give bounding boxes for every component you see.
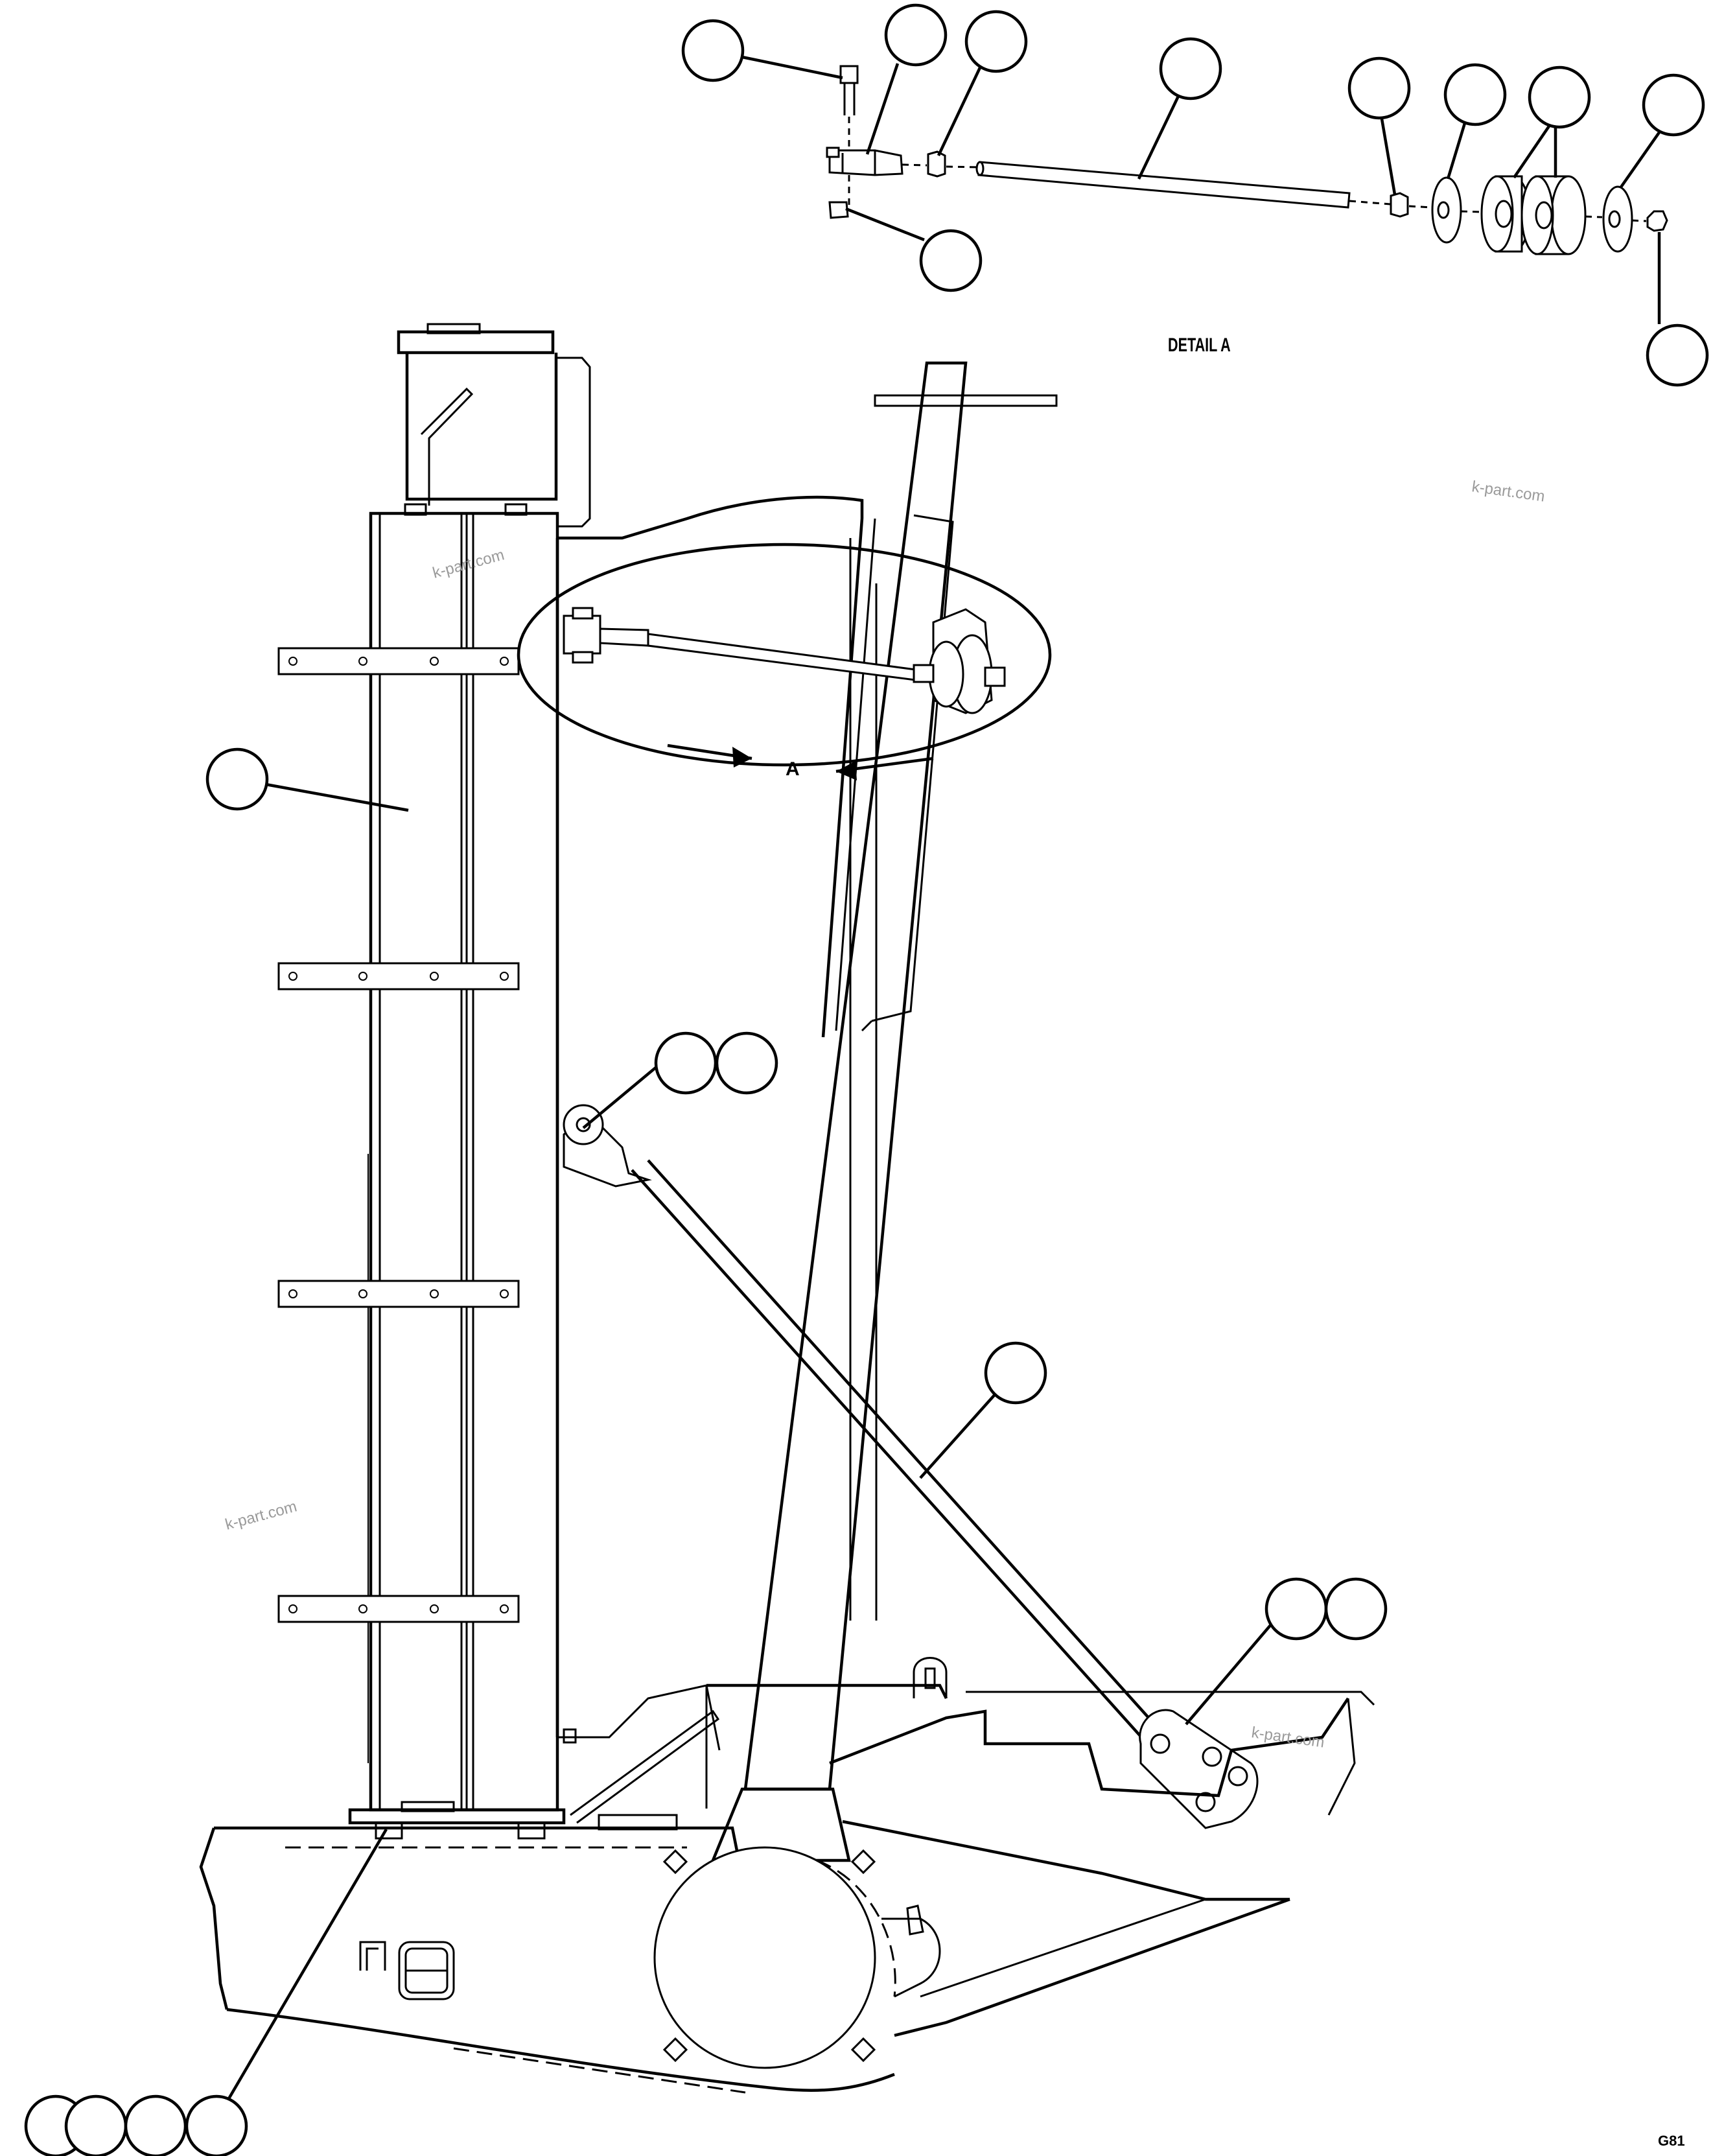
detail-end-bolt — [1646, 210, 1668, 232]
callout-balloon — [1528, 65, 1591, 129]
vertical-column-assembly — [277, 323, 591, 1840]
pivot-hub — [653, 1787, 941, 2069]
callout-balloon — [64, 2094, 128, 2156]
callout-balloon — [654, 1031, 717, 1095]
sheet-code: G81 — [1658, 2133, 1685, 2149]
inclined-support-arm — [743, 361, 1058, 1791]
callout-balloon — [1646, 323, 1709, 387]
column-strap — [277, 1280, 520, 1308]
callout-balloon — [964, 10, 1028, 73]
callout-balloon — [185, 2094, 248, 2156]
callout-balloon — [1642, 73, 1705, 137]
watermark: k-part.com — [431, 546, 506, 581]
callout-balloon — [884, 3, 948, 67]
base-frame — [199, 1814, 895, 2094]
detail-washer-1 — [1431, 176, 1462, 244]
callout-balloon — [205, 747, 269, 811]
detail-jam-nut-right — [1390, 192, 1409, 218]
view-marker-a: A — [786, 758, 800, 780]
callout-balloon — [1159, 37, 1222, 100]
tie-rod-installed — [563, 607, 1006, 714]
detail-a-exploded-view: DETAIL A — [681, 3, 1709, 387]
column-strap — [277, 1595, 520, 1623]
column-strap — [277, 962, 520, 990]
watermark: k-part.com — [1471, 478, 1546, 506]
detail-tie-rod — [975, 161, 1351, 209]
callout-balloon — [1347, 56, 1411, 120]
callout-balloon — [919, 229, 983, 292]
callout-balloon — [681, 19, 745, 82]
detail-washer-2 — [1602, 185, 1633, 253]
detail-isolator-1 — [1480, 175, 1531, 253]
callout-balloon — [1264, 1577, 1328, 1641]
watermark: k-part.com — [224, 1497, 299, 1533]
deck-floor — [706, 1657, 1375, 2037]
diagonal-brace — [563, 1104, 1259, 1829]
detail-bolt — [839, 65, 859, 115]
column-strap — [277, 647, 520, 675]
callout-balloon — [984, 1341, 1047, 1405]
detail-isolator-2 — [1521, 175, 1587, 255]
detail-clevis — [826, 146, 903, 176]
callout-balloon — [124, 2094, 187, 2156]
detail-retainer-clip — [828, 201, 849, 219]
detail-a-label: DETAIL A — [1168, 333, 1231, 355]
callout-balloon — [1443, 63, 1507, 126]
detail-jam-nut-left — [927, 150, 946, 178]
detail-a-callout-ellipse — [517, 543, 1052, 767]
callout-balloon — [715, 1031, 778, 1095]
callout-balloon — [1324, 1577, 1388, 1641]
